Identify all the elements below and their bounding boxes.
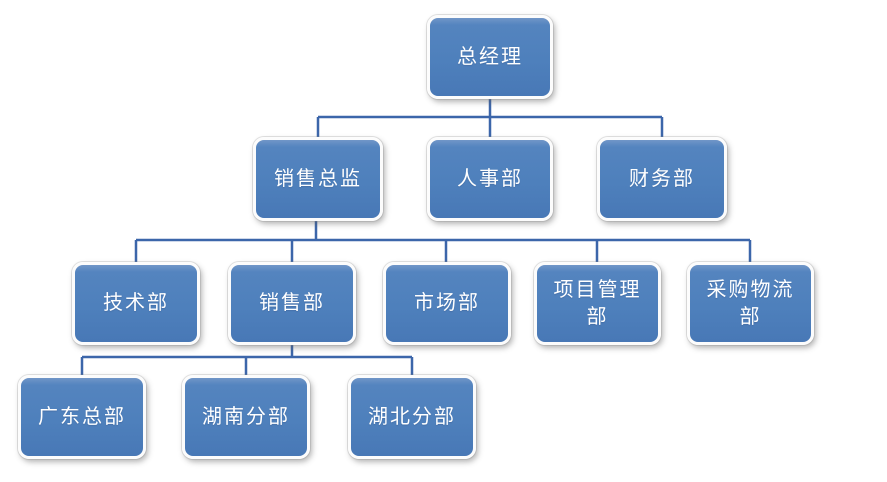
connector-sales-director-children (134, 221, 752, 262)
org-node-procurement-logistics-dept[interactable]: 采购物流部 (687, 262, 814, 345)
connector-sales-dept-children (80, 345, 414, 375)
org-node-finance-dept[interactable]: 财务部 (597, 137, 727, 221)
org-node-tech-dept[interactable]: 技术部 (72, 262, 200, 345)
org-node-project-mgmt-dept[interactable]: 项目管理部 (534, 262, 661, 345)
org-node-hunan-branch[interactable]: 湖南分部 (182, 375, 310, 459)
connector-general-manager-children (316, 99, 664, 137)
org-node-guangdong-hq[interactable]: 广东总部 (18, 375, 146, 459)
org-node-hr-dept[interactable]: 人事部 (427, 137, 553, 221)
org-node-hubei-branch[interactable]: 湖北分部 (348, 375, 476, 459)
org-node-sales-director[interactable]: 销售总监 (253, 137, 383, 221)
org-node-sales-dept[interactable]: 销售部 (228, 262, 356, 345)
org-node-general-manager[interactable]: 总经理 (427, 15, 553, 99)
org-node-marketing-dept[interactable]: 市场部 (383, 262, 511, 345)
